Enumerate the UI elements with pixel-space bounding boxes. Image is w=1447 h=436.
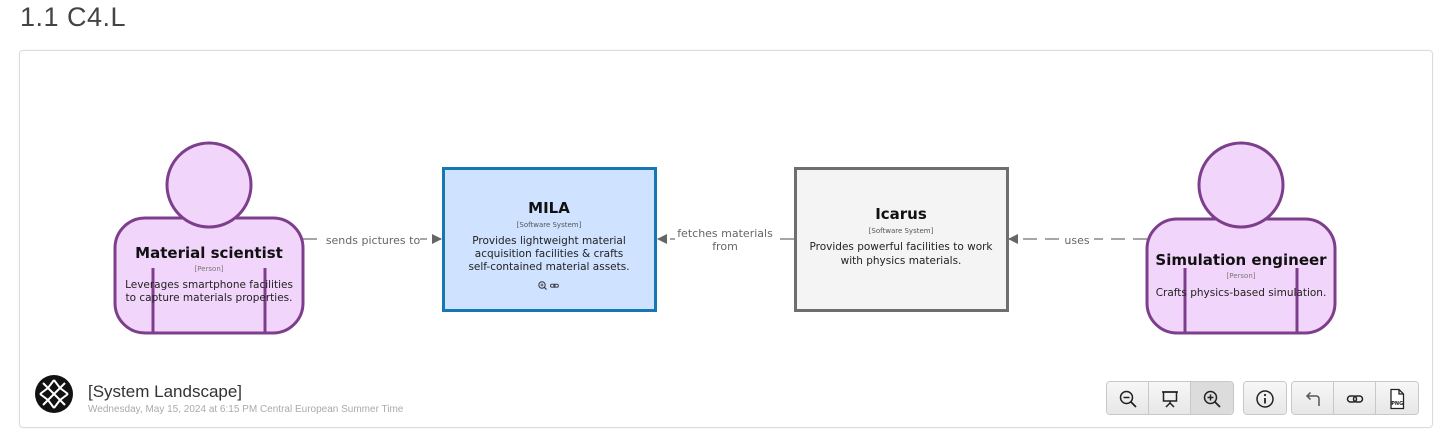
info-icon	[1256, 390, 1274, 408]
link-button[interactable]	[1334, 382, 1376, 414]
png-export-button[interactable]: PNG	[1376, 382, 1418, 414]
element-description: Leverages smartphone facilities	[125, 279, 293, 291]
presentation-button[interactable]	[1149, 382, 1191, 414]
png-label: PNG	[1391, 401, 1403, 407]
back-arrow-icon	[1305, 391, 1320, 406]
person-head-icon	[1197, 141, 1285, 229]
info-button[interactable]	[1244, 382, 1286, 414]
zoom-out-icon	[1119, 390, 1137, 408]
relationship-label: fetches materials	[677, 227, 773, 240]
toolbar-zoom-group	[1106, 381, 1234, 415]
zoom-out-button[interactable]	[1107, 382, 1149, 414]
page-title: 1.1 C4.L	[20, 2, 127, 32]
element-name: Icarus	[875, 205, 927, 223]
zoom-in-icon	[1203, 390, 1221, 408]
diagram-title: [System Landscape]	[88, 382, 243, 401]
element-type: [Software System]	[869, 227, 934, 235]
link-icon	[1346, 395, 1363, 403]
link-icon[interactable]	[550, 283, 559, 288]
toolbar-info-group	[1243, 381, 1287, 415]
relationship-uses[interactable]: uses	[1008, 231, 1147, 247]
element-description: Crafts physics-based simulation.	[1156, 287, 1327, 299]
element-name: Material scientist	[135, 244, 283, 262]
structurizr-logo	[35, 375, 73, 413]
relationship-label: sends pictures to	[326, 234, 421, 247]
system-box	[794, 167, 1009, 312]
person-simulation-engineer[interactable]: Simulation engineer [Person] Crafts phys…	[1145, 141, 1337, 335]
element-description: Provides lightweight material	[472, 235, 626, 247]
presentation-icon	[1161, 391, 1178, 408]
element-description: acquisition facilities & crafts	[475, 248, 623, 260]
element-type: [Person]	[195, 265, 224, 273]
element-description: with physics materials.	[841, 255, 962, 267]
person-body	[113, 216, 305, 335]
system-mila[interactable]: MILA [Software System] Provides lightwei…	[442, 167, 657, 312]
zoom-in-button[interactable]	[1191, 382, 1233, 414]
element-description: Provides powerful facilities to work	[809, 241, 993, 253]
relationship-label: from	[712, 240, 738, 253]
element-type: [Software System]	[517, 221, 582, 229]
element-name: Simulation engineer	[1155, 251, 1327, 269]
png-export-icon: PNG	[1390, 388, 1405, 410]
toolbar-export-group: PNG	[1291, 381, 1419, 415]
relationship-sends-pictures[interactable]: sends pictures to	[303, 231, 442, 247]
element-name: MILA	[528, 199, 570, 217]
element-description: self-contained material assets.	[468, 261, 629, 273]
person-head-icon	[165, 141, 253, 229]
element-type: [Person]	[1227, 272, 1256, 280]
relationship-label: uses	[1064, 234, 1089, 247]
zoom-icon[interactable]	[538, 281, 547, 290]
back-button[interactable]	[1292, 382, 1334, 414]
element-description: to capture materials properties.	[126, 292, 293, 304]
system-box	[442, 167, 657, 312]
diagram-timestamp: Wednesday, May 15, 2024 at 6:15 PM Centr…	[88, 404, 404, 415]
system-icarus[interactable]: Icarus [Software System] Provides powerf…	[794, 167, 1009, 312]
person-material-scientist[interactable]: Material scientist [Person] Leverages sm…	[113, 141, 305, 335]
relationship-fetches-materials[interactable]: fetches materials from	[657, 225, 794, 253]
